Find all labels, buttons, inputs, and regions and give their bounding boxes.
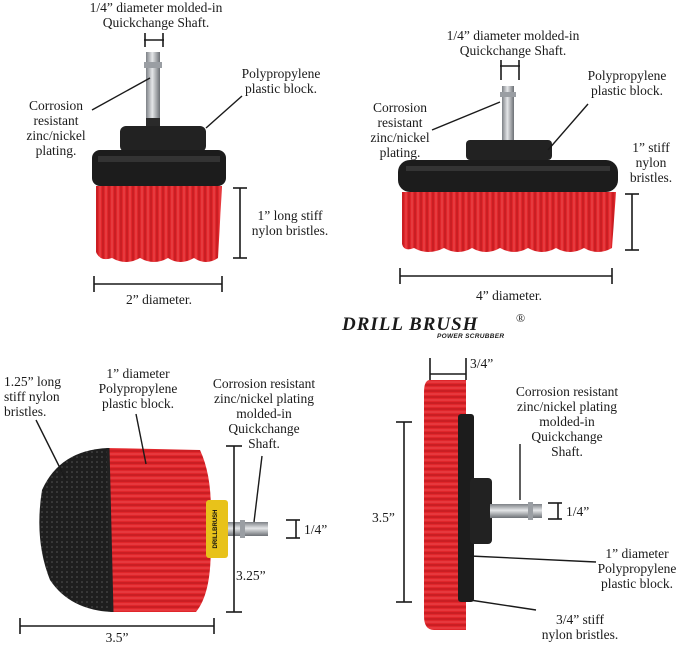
logo-name: DRILL BRUSH <box>342 314 479 335</box>
brush-4-block-label: 1” diameter Polypropylene plastic block. <box>597 546 677 591</box>
brush-2-bristles <box>402 192 616 252</box>
brush-3-width-dimension: 3.5” <box>105 630 129 645</box>
brush-1-plating-label: Corrosion resistant zinc/nickel plating. <box>26 98 86 158</box>
logo-tagline: POWER SCRUBBER <box>437 333 505 340</box>
brush-3-black-bristles <box>39 448 113 612</box>
brush-4-plating-label: Corrosion resistant zinc/nickel plating … <box>515 384 619 459</box>
brush-3-shaft-dimension: 1/4” <box>304 522 328 537</box>
brush-1-bristle-label: 1” long stiff nylon bristles. <box>251 208 329 238</box>
brush-2-bristle-label: 1” stiff nylon bristles. <box>629 140 673 185</box>
brush-1-shaft <box>146 52 160 128</box>
brush-2-block <box>398 160 618 192</box>
brush-2-plating-label: Corrosion resistant zinc/nickel plating. <box>370 100 430 160</box>
brush-3-plating-label: Corrosion resistant zinc/nickel plating … <box>212 376 316 451</box>
brush-3-collar-text: DRILLBRUSH <box>213 510 219 549</box>
brush-1-diameter-label: 2” diameter. <box>126 292 192 307</box>
drillbrush-logo: DRILL BRUSH ® POWER SCRUBBER <box>342 300 532 350</box>
brush-4-image <box>424 380 542 630</box>
brush-4-shaft <box>490 504 542 518</box>
brush-4-dimensions <box>396 358 597 611</box>
brush-2-diameter-label: 4” diameter. <box>476 288 542 303</box>
brush-1-block <box>92 150 226 186</box>
brush-2-block-label: Polypropylene plastic block. <box>587 68 667 98</box>
logo-registered-mark: ® <box>516 311 526 325</box>
brush-4-block <box>458 414 474 602</box>
brush-3-shaft <box>228 522 268 536</box>
brush-3-image: DRILLBRUSH <box>39 447 268 613</box>
brush-4-top-dimension: 3/4” <box>470 356 494 371</box>
brush-2-shaft <box>502 86 514 142</box>
brush-3-bristle-label: 1.25” long stiff nylon bristles. <box>4 374 61 419</box>
brush-1-block-label: Polypropylene plastic block. <box>241 66 321 96</box>
brush-2-shaft-label: 1/4” diameter molded-in Quickchange Shaf… <box>446 28 580 58</box>
brush-4-bristles <box>424 380 466 630</box>
brush-1-shaft-label: 1/4” diameter molded-in Quickchange Shaf… <box>89 0 223 30</box>
brush-4-hub <box>470 478 492 544</box>
brush-2-dimensions <box>399 60 639 284</box>
brush-2-hub <box>466 140 552 160</box>
brush-1-hub <box>120 126 206 152</box>
brush-3-block-label: 1” diameter Polypropylene plastic block. <box>98 366 178 411</box>
brush-3-dimensions <box>19 413 300 634</box>
brush-4-height-dimension: 3.5” <box>372 510 395 525</box>
brush-1-dimensions <box>91 33 247 292</box>
brush-2-image <box>398 86 618 252</box>
brush-4-shaft-dimension: 1/4” <box>566 504 590 519</box>
brush-4-bristle-label: 3/4” stiff nylon bristles. <box>541 612 619 642</box>
brush-3-red-bristles <box>108 448 211 612</box>
brush-1-image <box>92 52 226 262</box>
brush-1-bristles <box>96 186 222 262</box>
brush-3-height-dimension: 3.25” <box>236 568 266 583</box>
brush-3-collar <box>206 500 228 558</box>
